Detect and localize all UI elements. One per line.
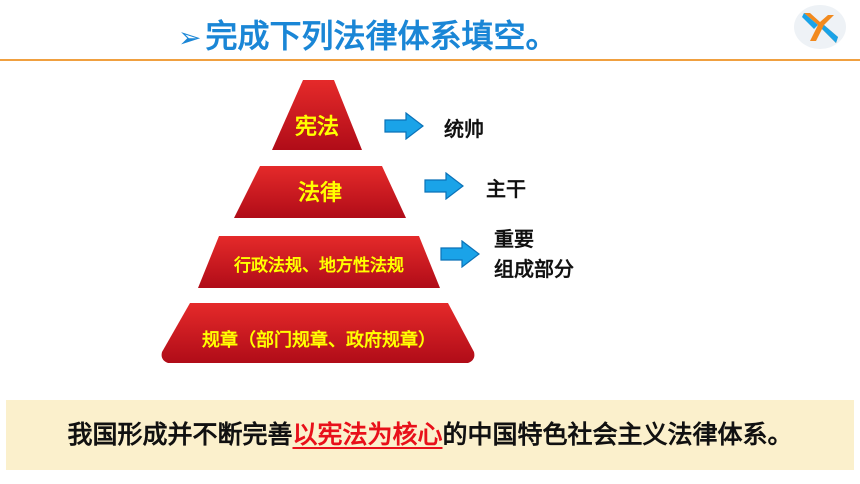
conclusion-after: 的中国特色社会主义法律体系。: [442, 420, 793, 449]
conclusion-banner: 我国形成并不断完善以宪法为核心的中国特色社会主义法律体系。: [6, 400, 854, 470]
tier-label-regulations: 行政法规、地方性法规: [234, 256, 404, 276]
conclusion-highlight: 以宪法为核心: [292, 420, 443, 449]
tier-desc-regulations-line1: 重要: [494, 227, 534, 251]
tier-label-constitution: 宪法: [294, 115, 339, 140]
tier-label-rules: 规章（部门规章、政府规章）: [202, 330, 436, 351]
conclusion-text: 我国形成并不断完善以宪法为核心的中国特色社会主义法律体系。: [6, 400, 854, 470]
tier-shape-law: [234, 166, 406, 218]
title-text: 完成下列法律体系填空。: [205, 17, 558, 55]
logo-icon: [794, 5, 846, 49]
header-divider: [0, 59, 860, 61]
conclusion-before: 我国形成并不断完善: [67, 420, 293, 449]
tier-shape-rules: [161, 303, 475, 363]
arrow-right-icon: [384, 112, 424, 140]
tier-shape-regulations: [198, 236, 440, 288]
arrow-right-icon: [424, 172, 464, 200]
tier-desc-regulations-line2: 组成部分: [494, 257, 574, 281]
bullet-arrow-icon: ➢: [178, 21, 202, 54]
tier-desc-constitution: 统帅: [444, 117, 484, 141]
tier-desc-law: 主干: [486, 177, 526, 201]
tier-label-law: 法律: [297, 181, 342, 206]
arrow-right-icon: [440, 240, 480, 268]
page-title: ➢完成下列法律体系填空。: [178, 14, 557, 58]
tier-shape-constitution: [272, 80, 362, 150]
